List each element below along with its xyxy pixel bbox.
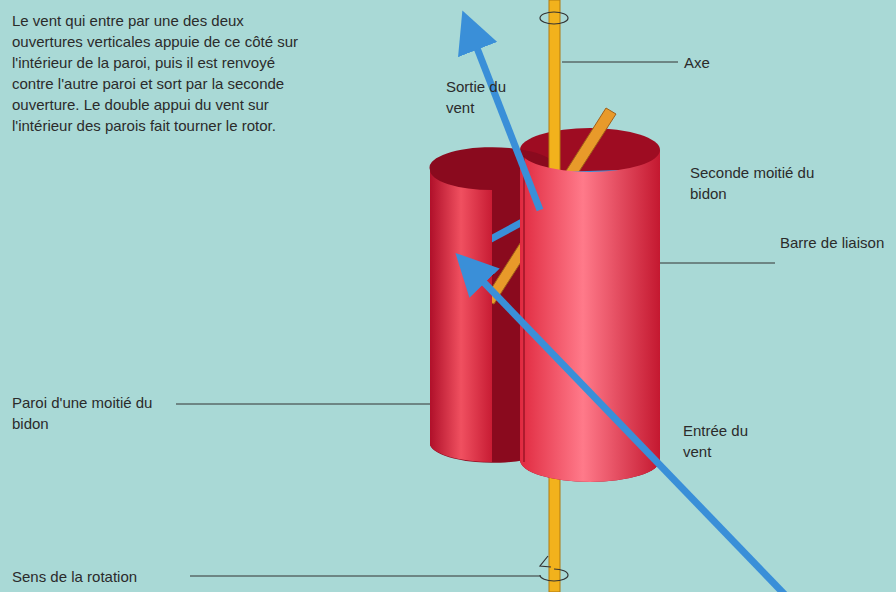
- part-label: Sortie du vent: [446, 76, 524, 118]
- part-label: Axe: [684, 52, 744, 73]
- part-label: Seconde moitié du bidon: [690, 162, 815, 204]
- leader-lines: [176, 62, 775, 576]
- first-half-wall: [430, 170, 492, 462]
- description-text: Le vent qui entre par une des deux ouver…: [12, 10, 304, 136]
- rotation-mark: [540, 569, 568, 581]
- wind-arrow: [470, 30, 540, 210]
- rotation-mark: [540, 556, 551, 567]
- wall-edge: [524, 156, 525, 462]
- rotation-mark: [540, 12, 568, 24]
- part-label: Paroi d'une moitié du bidon: [12, 392, 180, 434]
- part-label: Sens de la rotation: [12, 566, 192, 587]
- wind-arrow: [470, 268, 790, 592]
- second-half-inner: [520, 128, 660, 482]
- second-half-wall: [520, 150, 660, 482]
- part-label: Barre de liaison: [780, 232, 890, 253]
- part-label: Entrée du vent: [683, 420, 773, 462]
